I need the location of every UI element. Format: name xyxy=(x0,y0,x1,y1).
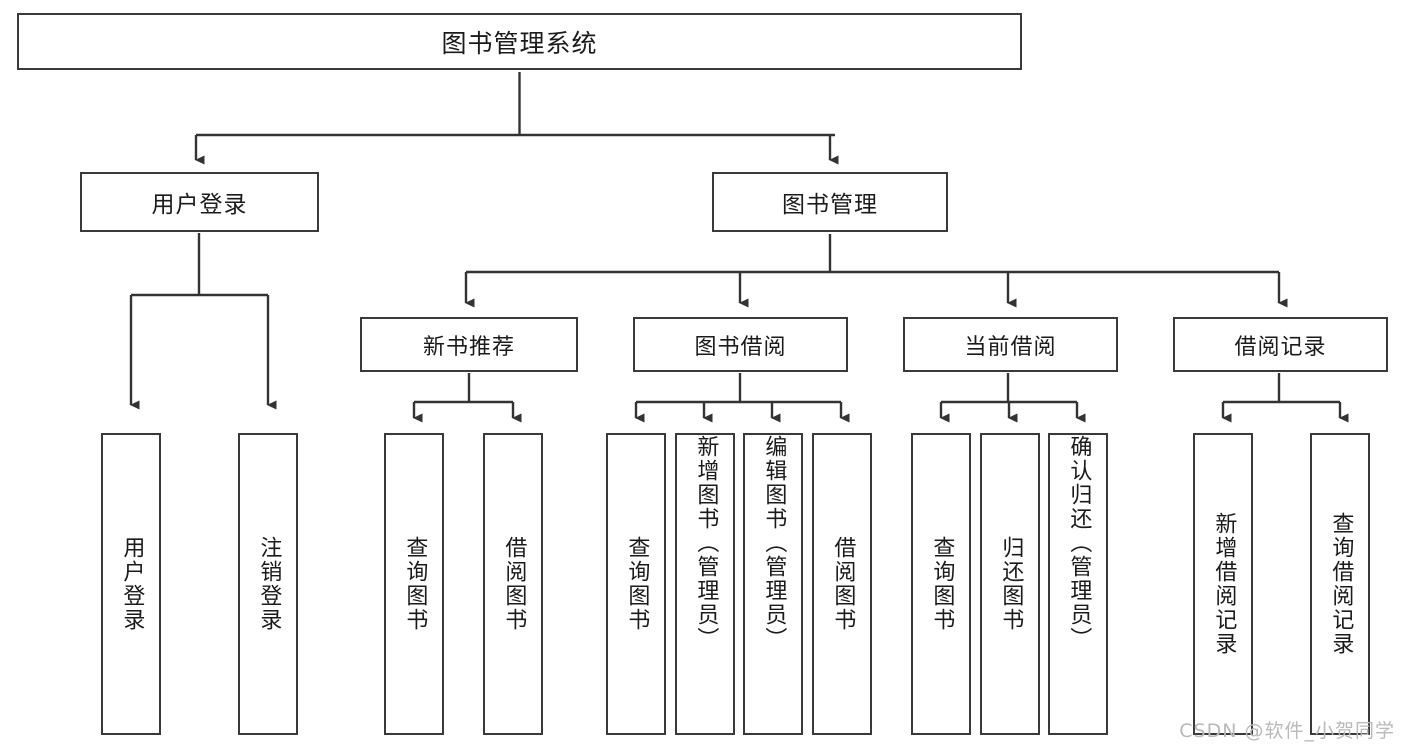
node-label: 确认归还（管理员） xyxy=(1066,435,1092,651)
node-label: 归还图书 xyxy=(998,536,1024,632)
node-label: 用户登录 xyxy=(151,192,248,218)
node-label: 查询图书 xyxy=(624,536,650,632)
node-label: 借阅图书 xyxy=(501,536,527,632)
node-label: 图书借阅 xyxy=(694,334,787,360)
node-label: 图书管理 xyxy=(782,192,878,218)
node-book-management[interactable]: 图书管理 xyxy=(712,172,948,232)
leaf-edit-book-admin[interactable]: 编辑图书（管理员） xyxy=(743,433,803,735)
leaf-borrow-book[interactable]: 借阅图书 xyxy=(812,433,872,735)
node-label: 查询图书 xyxy=(402,536,428,632)
node-book-borrow[interactable]: 图书借阅 xyxy=(633,317,848,372)
leaf-return-book[interactable]: 归还图书 xyxy=(980,433,1040,735)
node-label: 图书管理系统 xyxy=(441,28,598,58)
leaf-query-borrow-record[interactable]: 查询借阅记录 xyxy=(1310,433,1370,735)
node-label: 当前借阅 xyxy=(964,334,1057,360)
node-label: 查询借阅记录 xyxy=(1328,512,1354,656)
node-label: 借阅记录 xyxy=(1234,334,1327,360)
node-label: 查询图书 xyxy=(929,536,955,632)
node-label: 用户登录 xyxy=(119,536,145,632)
node-user-login[interactable]: 用户登录 xyxy=(80,172,319,232)
node-new-book-recommendation[interactable]: 新书推荐 xyxy=(360,317,578,372)
node-label: 借阅图书 xyxy=(830,536,856,632)
node-root-book-management-system[interactable]: 图书管理系统 xyxy=(17,13,1022,70)
leaf-query-book-borrow[interactable]: 查询图书 xyxy=(606,433,666,735)
leaf-query-book-recommend[interactable]: 查询图书 xyxy=(384,433,444,735)
node-label: 新增借阅记录 xyxy=(1211,512,1237,656)
leaf-add-borrow-record[interactable]: 新增借阅记录 xyxy=(1193,433,1253,735)
node-current-borrow[interactable]: 当前借阅 xyxy=(903,317,1118,372)
watermark-text: CSDN @软件_小贺同学 xyxy=(1179,720,1395,742)
node-label: 新增图书（管理员） xyxy=(693,435,719,651)
leaf-confirm-return-admin[interactable]: 确认归还（管理员） xyxy=(1048,433,1108,735)
leaf-logout-login[interactable]: 注销登录 xyxy=(238,433,298,735)
leaf-user-login[interactable]: 用户登录 xyxy=(101,433,161,735)
node-borrow-record[interactable]: 借阅记录 xyxy=(1173,317,1388,372)
node-label: 新书推荐 xyxy=(422,334,515,360)
node-label: 注销登录 xyxy=(256,536,282,632)
leaf-add-book-admin[interactable]: 新增图书（管理员） xyxy=(675,433,735,735)
leaf-query-book-current[interactable]: 查询图书 xyxy=(911,433,971,735)
leaf-borrow-book-recommend[interactable]: 借阅图书 xyxy=(483,433,543,735)
node-label: 编辑图书（管理员） xyxy=(761,435,787,651)
